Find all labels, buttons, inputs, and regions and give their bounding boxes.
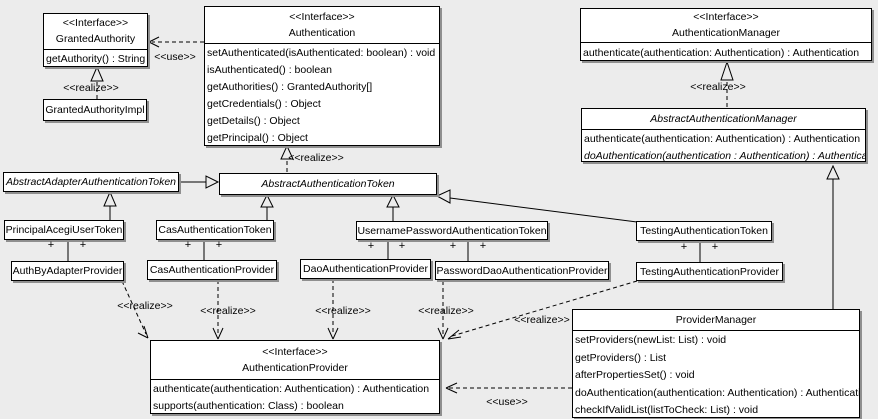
edge-realize-daoauthenticationprovider — [327, 279, 339, 340]
class-dao-authentication-provider: DaoAuthenticationProvider — [300, 259, 431, 279]
class-name: PrincipalAcegiUserToken — [5, 224, 123, 236]
edge-realize-passworddaoauthenticationprovider — [437, 281, 449, 340]
realize-label: <<realize>> — [514, 314, 570, 326]
edge-use-authentication-grantedauthority — [148, 36, 204, 48]
class-name: AuthByAdapterProvider — [12, 265, 123, 277]
assoc-end-plus: + — [479, 240, 487, 252]
realize-label: <<realize>> — [288, 152, 344, 164]
class-name: ProviderManager — [675, 314, 757, 326]
method-label: afterPropertiesSet() : void — [575, 369, 695, 381]
edge-gen-casauthenticationtoken — [260, 193, 274, 220]
class-granted-authority-impl: GrantedAuthorityImpl — [43, 99, 147, 121]
method-label: getAuthorities() : GrantedAuthority[] — [207, 81, 373, 93]
assoc-end-plus: + — [79, 239, 87, 251]
use-label: <<use>> — [486, 396, 528, 408]
class-cas-authentication-token: CasAuthenticationToken — [156, 220, 274, 240]
edge-realize-abstractauthenticationtoken — [280, 144, 294, 172]
realize-label: <<realize>> — [117, 300, 173, 312]
class-testing-authentication-provider: TestingAuthenticationProvider — [636, 262, 783, 281]
class-name: CasAuthenticationProvider — [149, 264, 275, 276]
assoc-end-plus: + — [711, 241, 719, 253]
class-password-dao-authentication-provider: PasswordDaoAuthenticationProvider — [435, 261, 609, 280]
edge-realize-authbyadapterprovider — [121, 280, 149, 339]
assoc-end-plus: + — [680, 241, 688, 253]
class-name: AuthenticationManager — [672, 27, 780, 39]
method-label: isAuthenticated() : boolean — [207, 64, 332, 76]
edge-realize-testingauthenticationprovider — [447, 280, 638, 340]
edge-realize-casauthenticationprovider — [212, 280, 224, 340]
method-label: getDetails() : Object — [207, 115, 300, 127]
assoc-end-plus: + — [215, 239, 223, 251]
method-label: authenticate(authentication: Authenticat… — [153, 383, 430, 395]
class-name: PasswordDaoAuthenticationProvider — [436, 264, 608, 277]
edge-gen-providermanager — [826, 164, 840, 309]
class-principal-acegi-user-token: PrincipalAcegiUserToken — [4, 220, 124, 240]
method-label: doAuthentication(authentication: Authent… — [575, 386, 859, 399]
method-label: supports(authentication: Class) : boolea… — [153, 400, 344, 412]
class-abstract-authentication-manager: AbstractAuthenticationManager authentica… — [581, 108, 866, 162]
class-name: GrantedAuthorityImpl — [45, 104, 145, 116]
class-cas-authentication-provider: CasAuthenticationProvider — [147, 260, 277, 280]
class-name: GrantedAuthority — [55, 33, 136, 45]
assoc-end-plus: + — [398, 240, 406, 252]
stereotype-label: <<Interface>> — [693, 11, 759, 23]
class-name: CasAuthenticationToken — [158, 224, 272, 236]
class-authentication-provider: <<Interface>> AuthenticationProvider aut… — [150, 340, 440, 414]
method-label: getCredentials() : Object — [207, 98, 321, 110]
realize-label: <<realize>> — [418, 305, 474, 317]
class-granted-authority: <<Interface>> GrantedAuthority getAuthor… — [43, 13, 148, 67]
edge-realize-abstractauthenticationmanager — [720, 60, 734, 107]
edge-gen-usernamepasswordtoken — [386, 193, 400, 221]
class-testing-authentication-token: TestingAuthenticationToken — [636, 221, 772, 241]
stereotype-label: <<Interface>> — [62, 17, 129, 29]
stereotype-label: <<Interface>> — [262, 345, 328, 358]
class-name: TestingAuthenticationProvider — [640, 265, 779, 278]
edge-gen-abstractadapter-abstracttoken — [179, 175, 220, 189]
class-abstract-authentication-token: AbstractAuthenticationToken — [219, 173, 437, 195]
edge-gen-principalacegiusertoken — [103, 190, 117, 220]
class-auth-by-adapter-provider: AuthByAdapterProvider — [11, 261, 124, 281]
method-label: setAuthenticated(isAuthenticated: boolea… — [207, 47, 436, 59]
class-name: Authentication — [288, 26, 356, 39]
realize-label: <<realize>> — [63, 82, 119, 94]
realize-label: <<realize>> — [200, 305, 256, 317]
method-label: getAuthority() : String — [46, 53, 146, 65]
class-name: AbstractAuthenticationToken — [261, 178, 395, 190]
edge-use-providermanager-authenticationprovider — [445, 382, 572, 394]
class-name: TestingAuthenticationToken — [640, 225, 768, 237]
edge-realize-grantedauthorityimpl — [90, 65, 104, 99]
method-label: getProviders() : List — [575, 351, 667, 364]
assoc-end-plus: + — [367, 240, 375, 252]
method-label: setProviders(newList: List) : void — [575, 334, 727, 346]
class-authentication: <<Interface>> Authentication setAuthenti… — [204, 6, 440, 146]
class-authentication-manager: <<Interface>> AuthenticationManager auth… — [580, 8, 872, 61]
use-label: <<use>> — [154, 51, 196, 63]
method-label: doAuthentication(authentication : Authen… — [584, 149, 865, 162]
method-label: checkIfValidList(listToCheck: List) : vo… — [575, 404, 759, 416]
assoc-end-plus: + — [47, 239, 55, 251]
class-name: AuthenticationProvider — [242, 361, 348, 374]
stereotype-label: <<Interface>> — [289, 10, 355, 23]
class-name: AbstractAdapterAuthenticationToken — [5, 176, 177, 188]
realize-label: <<realize>> — [690, 81, 746, 93]
class-name: UsernamePasswordAuthenticationToken — [357, 224, 547, 237]
method-label: authenticate(authentication: Authenticat… — [584, 133, 861, 145]
assoc-end-plus: + — [184, 239, 192, 251]
class-name: AbstractAuthenticationManager — [650, 113, 797, 125]
method-label: getPrincipal() : Object — [207, 132, 308, 144]
method-label: authenticate(authentication: Authenticat… — [583, 47, 860, 59]
assoc-end-plus: + — [449, 240, 457, 252]
realize-label: <<realize>> — [315, 305, 371, 317]
class-abstract-adapter-authentication-token: AbstractAdapterAuthenticationToken — [3, 172, 179, 192]
edge-gen-testingauthenticationtoken — [435, 189, 638, 223]
class-username-password-authentication-token: UsernamePasswordAuthenticationToken — [356, 221, 548, 240]
class-name: DaoAuthenticationProvider — [303, 263, 428, 275]
class-provider-manager: ProviderManager setProviders(newList: Li… — [572, 309, 860, 418]
